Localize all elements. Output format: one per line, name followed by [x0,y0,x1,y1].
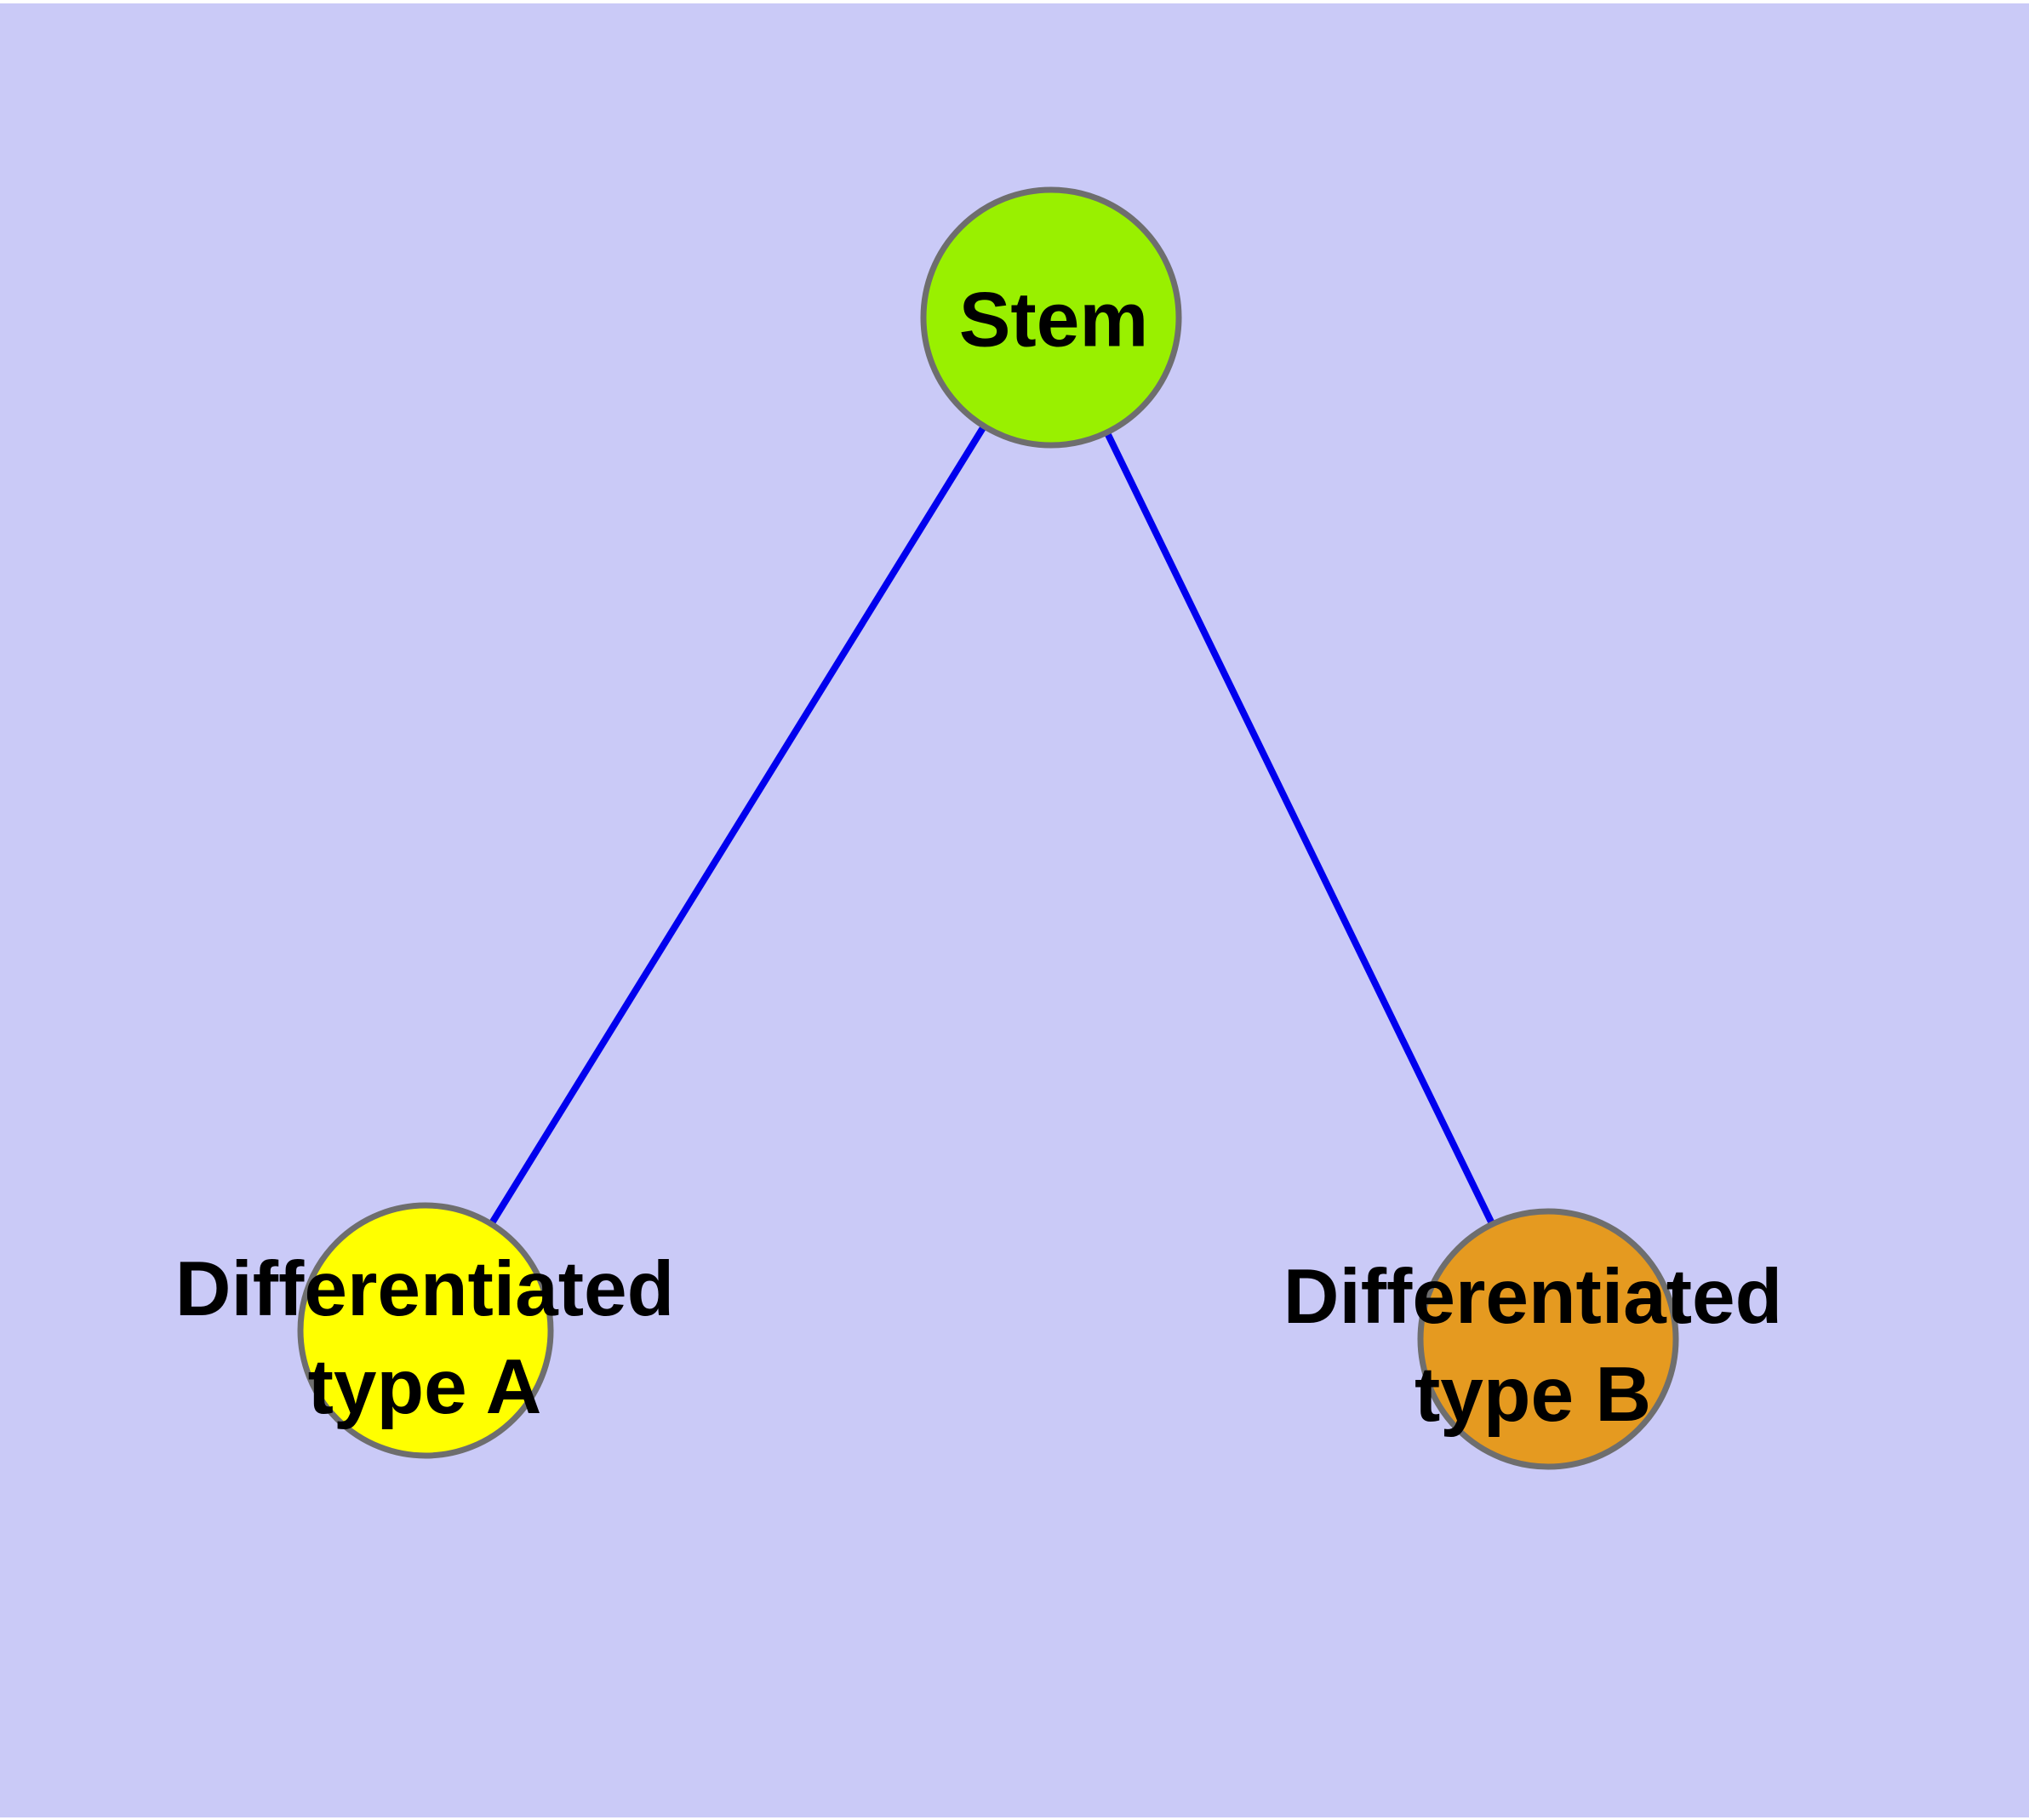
node-type-a-label-line1: Differentiated [174,1246,675,1332]
node-type-b-label: Differentiated type B [1283,1248,1783,1444]
node-stem-circle[interactable] [920,186,1182,449]
node-type-a-label: Differentiated type A [175,1240,675,1436]
node-stem-label-text: Stem [958,277,1149,363]
node-type-b-label-line2: type B [1414,1352,1652,1438]
edge-stem-to-type-b [1048,316,1552,1341]
node-type-a-circle[interactable] [297,1202,554,1459]
top-frame-border [0,0,2029,3]
edge-stem-to-type-a [422,315,1055,1333]
node-type-b-label-line1: Differentiated [1283,1254,1783,1340]
node-stem-label: Stem [959,272,1149,369]
node-type-b-circle[interactable] [1417,1208,1679,1470]
node-type-a-label-line2: type A [307,1344,542,1430]
bottom-frame-border [0,1817,2029,1820]
